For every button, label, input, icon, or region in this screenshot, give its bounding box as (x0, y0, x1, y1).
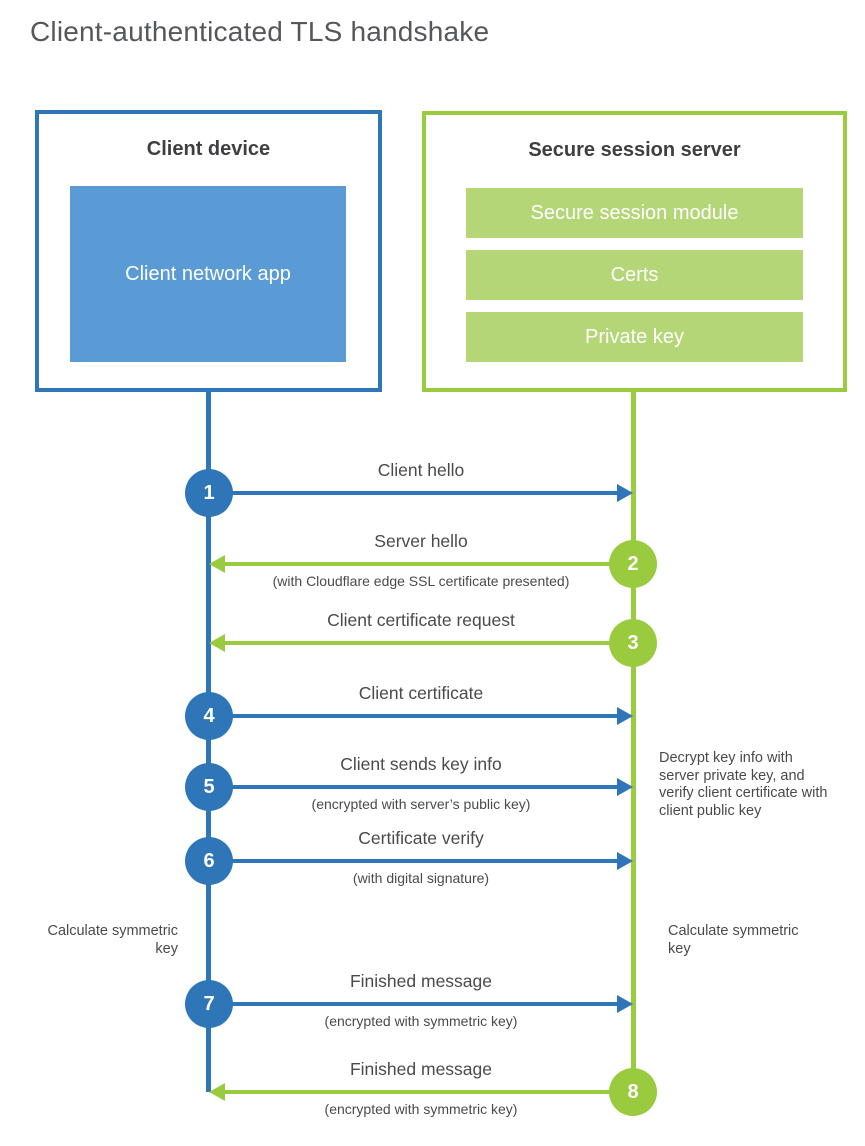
arrowhead-right-icon (617, 852, 633, 870)
client-network-app-label: Client network app (125, 263, 291, 285)
server-certs-label: Certs (610, 263, 659, 286)
decrypt-key-info-note: Decrypt key info with server private key… (659, 750, 828, 819)
step-6-arrow-line (209, 859, 618, 863)
step-2-marker: 2 (609, 540, 657, 588)
step-8-label: Finished message (349, 1059, 493, 1079)
step-2-sublabel: (with Cloudflare edge SSL certificate pr… (272, 573, 570, 589)
step-5-marker: 5 (185, 763, 233, 811)
server-certs-bar: Certs (466, 250, 803, 300)
step-8-sublabel: (encrypted with symmetric key) (324, 1101, 518, 1117)
step-7-label: Finished message (349, 971, 493, 991)
step-3-arrow-line (224, 641, 633, 645)
client-device-box: Client device Client network app (35, 110, 382, 392)
step-4-label: Client certificate (358, 683, 484, 703)
step-1-arrow-line (209, 491, 618, 495)
calculate-symmetric-key-note-client: Calculate symmetric key (47, 923, 178, 957)
step-8-marker: 8 (609, 1068, 657, 1116)
server-lifeline (631, 390, 636, 1092)
arrowhead-right-icon (617, 995, 633, 1013)
arrowhead-right-icon (617, 484, 633, 502)
server-private-key-bar: Private key (466, 312, 803, 362)
arrowhead-right-icon (617, 707, 633, 725)
secure-session-server-box: Secure session server Secure session mod… (422, 111, 847, 392)
step-7-marker: 7 (185, 980, 233, 1028)
step-4-arrow-line (209, 714, 618, 718)
client-device-title: Client device (146, 138, 271, 160)
step-4-marker: 4 (185, 692, 233, 740)
step-6-label: Certificate verify (358, 828, 484, 848)
page-title: Client-authenticated TLS handshake (30, 16, 490, 47)
step-6-sublabel: (with digital signature) (352, 870, 490, 886)
secure-session-server-title: Secure session server (528, 139, 741, 161)
step-5-arrow-line (209, 785, 618, 789)
arrowhead-right-icon (617, 778, 633, 796)
step-5-sublabel: (encrypted with server’s public key) (311, 796, 531, 812)
step-3-marker: 3 (609, 619, 657, 667)
step-2-arrow-line (224, 562, 633, 566)
step-7-sublabel: (encrypted with symmetric key) (324, 1013, 518, 1029)
server-module-bar: Secure session module (466, 188, 803, 238)
client-network-app-box: Client network app (70, 186, 346, 362)
server-private-key-label: Private key (585, 325, 684, 348)
step-1-marker: 1 (185, 469, 233, 517)
arrowhead-left-icon (209, 634, 225, 652)
step-1-label: Client hello (377, 460, 465, 480)
step-7-arrow-line (209, 1002, 618, 1006)
server-module-label: Secure session module (530, 201, 739, 224)
calculate-symmetric-key-note-server: Calculate symmetric key (668, 923, 799, 957)
step-2-label: Server hello (374, 531, 468, 551)
step-8-arrow-line (224, 1090, 633, 1094)
arrowhead-left-icon (209, 1083, 225, 1101)
arrowhead-left-icon (209, 555, 225, 573)
step-6-marker: 6 (185, 837, 233, 885)
step-3-label: Client certificate request (327, 610, 515, 630)
step-5-label: Client sends key info (340, 754, 502, 774)
client-lifeline (206, 390, 211, 1092)
